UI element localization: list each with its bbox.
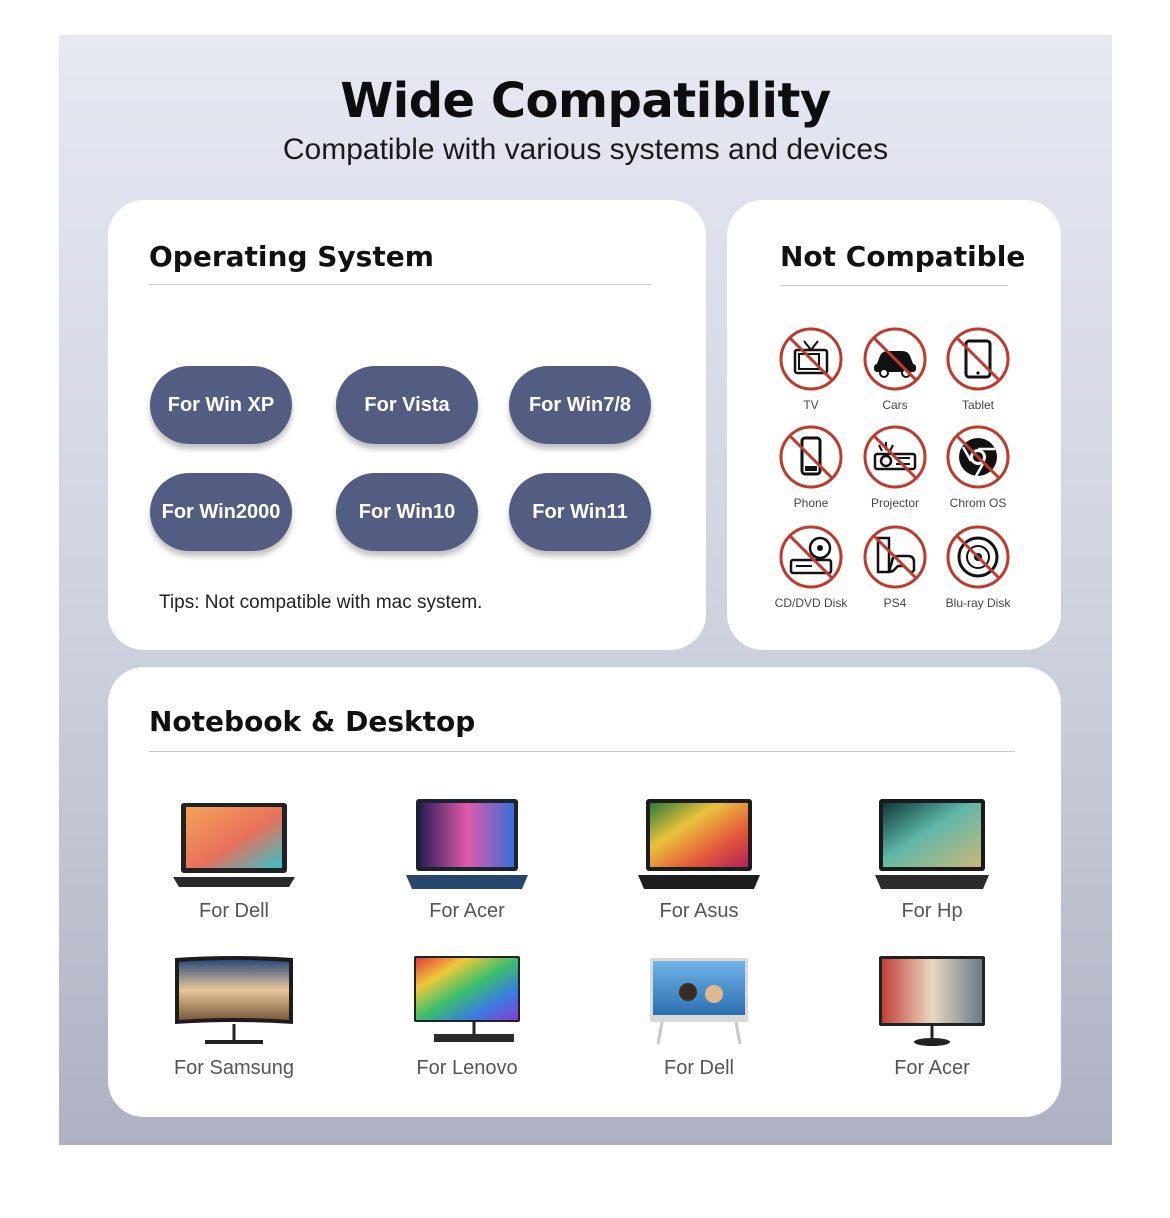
notebook-desktop-card: Notebook & Desktop For Dell	[108, 667, 1061, 1117]
laptop-icon	[406, 799, 528, 889]
laptop-icon	[875, 799, 989, 889]
not-compatible-item: TV	[768, 326, 854, 412]
dvd-drive-icon	[779, 525, 843, 589]
monitor-icon	[879, 956, 985, 1046]
not-compatible-item: Blu-ray Disk	[935, 524, 1021, 610]
not-compatible-label: TV	[803, 398, 819, 412]
not-compatible-label: Cars	[882, 398, 908, 412]
ps4-icon	[863, 525, 927, 589]
not-compatible-label: PS4	[883, 596, 907, 610]
device-item: For Acer	[367, 797, 567, 923]
device-item: For Hp	[832, 797, 1032, 923]
os-pill-vista: For Vista	[336, 366, 478, 444]
os-pill-win-xp: For Win XP	[150, 366, 292, 444]
operating-system-title: Operating System	[149, 240, 434, 273]
not-compatible-item: PS4	[852, 524, 938, 610]
page-title: Wide Compatiblity	[340, 73, 831, 129]
tablet-icon	[946, 327, 1010, 391]
car-icon	[863, 327, 927, 391]
page-subtitle: Compatible with various systems and devi…	[282, 133, 889, 166]
monitor-icon	[175, 956, 293, 1044]
notebook-desktop-title: Notebook & Desktop	[149, 705, 476, 738]
laptop-icon	[173, 803, 295, 887]
disc-icon	[946, 525, 1010, 589]
device-label: For Acer	[894, 1057, 970, 1079]
phone-icon	[779, 425, 843, 489]
not-compatible-title: Not Compatible	[780, 240, 1026, 273]
device-label: For Asus	[659, 900, 739, 922]
device-item: For Dell	[134, 797, 334, 923]
os-pill-win10: For Win10	[336, 473, 478, 551]
not-compatible-label: Phone	[793, 496, 829, 510]
not-compatible-item: Projector	[852, 424, 938, 510]
device-label: For Samsung	[173, 1057, 295, 1079]
not-compatible-item: Tablet	[935, 326, 1021, 412]
not-compatible-label: Blu-ray Disk	[945, 596, 1011, 610]
os-pill-win7-8: For Win7/8	[509, 366, 651, 444]
monitor-icon	[414, 956, 520, 1042]
os-pill-win2000: For Win2000	[150, 473, 292, 551]
not-compatible-label: Projector	[870, 496, 920, 510]
device-item: For Acer	[832, 954, 1032, 1080]
divider	[149, 284, 651, 285]
not-compatible-label: Tablet	[961, 398, 995, 412]
device-label: For Lenovo	[416, 1057, 518, 1079]
not-compatible-card: Not Compatible TV Cars	[727, 200, 1061, 650]
chrome-icon	[946, 425, 1010, 489]
not-compatible-label: Chrom OS	[949, 496, 1007, 510]
device-item: For Samsung	[134, 954, 334, 1080]
not-compatible-item: Phone	[768, 424, 854, 510]
not-compatible-item: Chrom OS	[935, 424, 1021, 510]
device-label: For Hp	[901, 900, 963, 922]
os-tips: Tips: Not compatible with mac system.	[159, 592, 483, 613]
compatibility-panel: Wide Compatiblity Compatible with variou…	[59, 35, 1112, 1145]
divider	[780, 285, 1008, 286]
device-item: For Asus	[599, 797, 799, 923]
not-compatible-label: CD/DVD Disk	[774, 596, 848, 610]
divider	[149, 751, 1015, 752]
not-compatible-item: Cars	[852, 326, 938, 412]
device-label: For Acer	[429, 900, 505, 922]
device-label: For Dell	[198, 900, 269, 922]
operating-system-card: Operating System For Win XP For Vista Fo…	[108, 200, 706, 650]
device-label: For Dell	[663, 1057, 734, 1079]
tv-icon	[779, 327, 843, 391]
laptop-icon	[638, 799, 760, 889]
device-item: For Lenovo	[367, 954, 567, 1080]
all-in-one-icon	[650, 958, 748, 1045]
projector-icon	[863, 425, 927, 489]
os-pill-win11: For Win11	[509, 473, 651, 551]
device-item: For Dell	[599, 954, 799, 1080]
not-compatible-item: CD/DVD Disk	[768, 524, 854, 610]
